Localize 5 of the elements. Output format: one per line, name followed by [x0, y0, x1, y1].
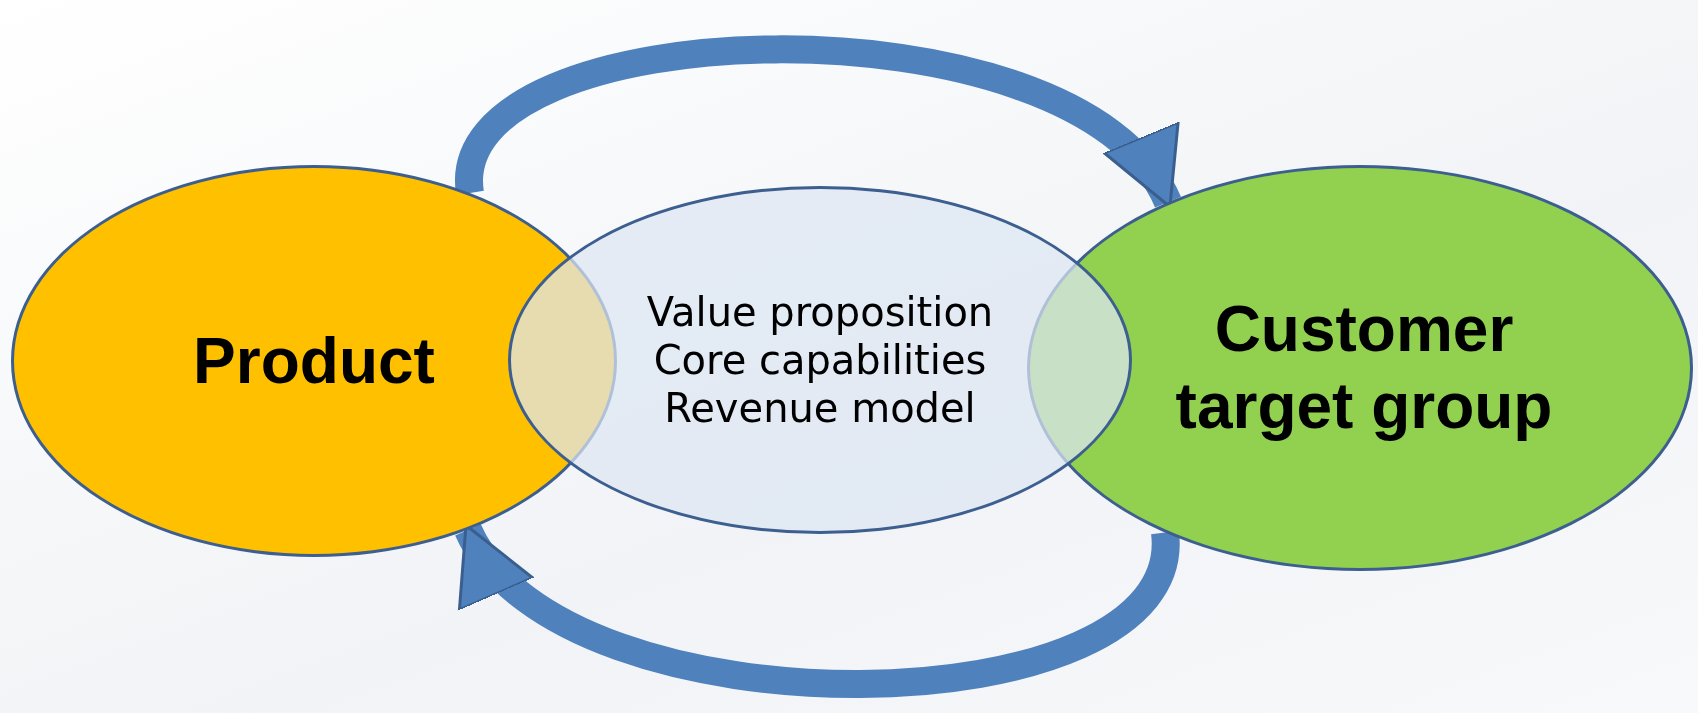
node-label: Revenue model — [664, 384, 976, 432]
node-label: Customer target group — [1174, 292, 1554, 444]
node-label: Core capabilities — [653, 336, 987, 384]
node-label: Product — [193, 323, 435, 399]
node-label: Value proposition — [646, 288, 994, 336]
